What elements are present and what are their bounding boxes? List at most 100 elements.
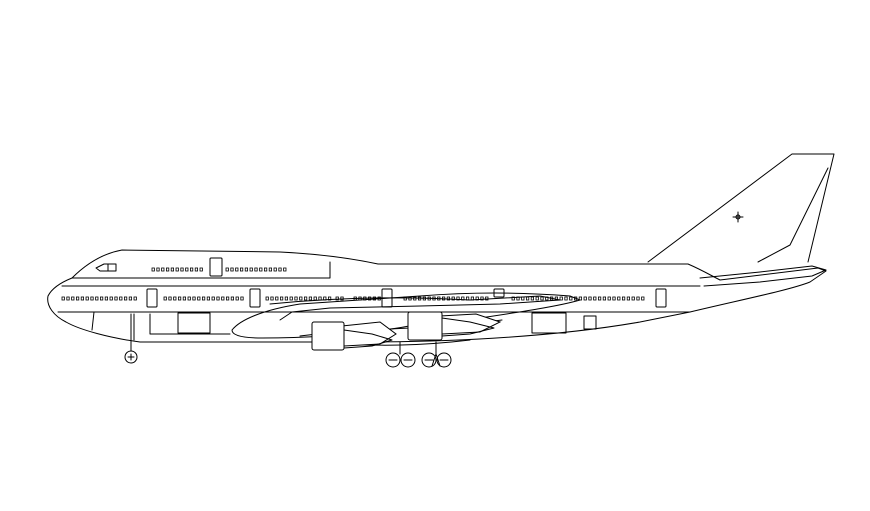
horizontal-stabilizer <box>699 265 827 287</box>
main-gear-wheel-2 <box>400 352 416 368</box>
nose-gear-axle <box>127 353 135 361</box>
main-deck-window <box>225 296 230 301</box>
main-deck-window <box>95 296 99 301</box>
main-deck-window <box>66 296 70 301</box>
engine-inboard-exhaust <box>343 329 393 349</box>
engine-outboard-exhaust <box>441 317 495 337</box>
main-deck-window <box>76 296 80 301</box>
main-deck-window <box>173 296 177 301</box>
door-5 <box>655 288 667 308</box>
main-gear-wheel-1 <box>385 352 401 368</box>
upper-deck-window <box>165 267 170 272</box>
main-deck-window <box>451 296 455 301</box>
main-deck-window <box>526 296 530 301</box>
tail-marker-icon <box>732 211 744 223</box>
upper-deck-window <box>156 267 160 272</box>
main-deck-window <box>299 296 303 301</box>
main-deck-window <box>588 296 592 301</box>
main-deck-window <box>187 296 191 301</box>
tail-marker-dot <box>735 214 741 220</box>
main-deck-window <box>216 296 220 301</box>
main-deck-window <box>456 296 460 301</box>
main-deck-window <box>289 296 293 301</box>
main-deck-window <box>303 296 308 301</box>
upper-deck-window <box>175 267 179 272</box>
upper-deck-window <box>230 267 234 272</box>
main-gear-wheel-4 <box>436 352 452 368</box>
nose-landing-gear <box>124 313 138 364</box>
main-deck-window <box>119 296 123 301</box>
main-deck-window <box>602 296 607 301</box>
main-deck-window <box>230 296 234 301</box>
upper-deck-window <box>189 267 194 272</box>
upper-deck-window <box>263 267 268 272</box>
upper-deck-window <box>235 267 239 272</box>
main-deck-window <box>294 296 298 301</box>
main-deck-window <box>100 296 104 301</box>
main-deck-window <box>240 296 244 301</box>
upper-deck-line <box>71 261 331 279</box>
main-deck-window <box>511 296 515 301</box>
main-deck-window <box>211 296 215 301</box>
upper-deck-window <box>225 267 229 272</box>
main-deck-window <box>559 296 563 301</box>
main-deck-window <box>177 296 182 301</box>
upper-door <box>209 257 223 277</box>
main-deck-window <box>206 296 210 301</box>
upper-deck-window <box>249 267 253 272</box>
main-deck-window <box>583 296 587 301</box>
upper-deck-window <box>273 267 277 272</box>
upper-deck-window <box>194 267 198 272</box>
main-deck-window <box>535 296 539 301</box>
main-deck-window <box>626 296 631 301</box>
main-deck-window <box>197 296 201 301</box>
wing-root-fairing <box>231 292 581 339</box>
upper-deck-window <box>278 267 282 272</box>
main-deck-window <box>265 296 269 301</box>
main-deck-window <box>61 296 65 301</box>
upper-deck-window <box>161 267 165 272</box>
main-deck-window <box>201 296 206 301</box>
vertical-stabilizer <box>647 153 835 263</box>
upper-deck-windows <box>151 267 287 272</box>
engine-inboard-nacelle <box>311 321 345 351</box>
main-gear-axles <box>388 353 449 367</box>
main-deck-window <box>480 296 484 301</box>
nose-gear-wheel <box>124 350 138 364</box>
main-deck-window <box>540 296 544 301</box>
upper-deck-window <box>151 267 155 272</box>
upper-deck-window <box>239 267 244 272</box>
main-deck-window <box>270 296 274 301</box>
cargo-hatch <box>583 315 597 330</box>
main-deck-window <box>192 296 196 301</box>
main-deck-window <box>85 296 89 301</box>
main-deck-window <box>104 296 108 301</box>
main-deck-window <box>617 296 621 301</box>
upper-deck-window <box>244 267 248 272</box>
main-deck-window <box>80 296 84 301</box>
rudder-line <box>757 167 829 263</box>
main-deck-window <box>114 296 118 301</box>
upper-deck-window <box>259 267 263 272</box>
main-deck-window <box>308 296 313 301</box>
main-landing-gear <box>385 341 452 368</box>
main-deck-window <box>90 296 94 301</box>
main-deck-window <box>163 296 167 301</box>
engine-outboard-pylon <box>439 313 502 335</box>
main-deck-window <box>279 296 284 301</box>
cargo-door-front <box>177 312 211 334</box>
main-deck-window <box>133 296 137 301</box>
main-deck-window <box>530 296 535 301</box>
engine-outboard-nacelle <box>407 311 443 341</box>
door-2 <box>249 288 261 308</box>
main-deck-window <box>564 296 568 301</box>
main-deck-window <box>622 296 626 301</box>
main-deck-window <box>335 296 339 301</box>
main-gear-wheel-3 <box>421 352 437 368</box>
main-deck-window <box>607 296 611 301</box>
belly-line <box>91 311 231 341</box>
main-deck-window <box>182 296 186 301</box>
main-deck-window <box>636 296 640 301</box>
